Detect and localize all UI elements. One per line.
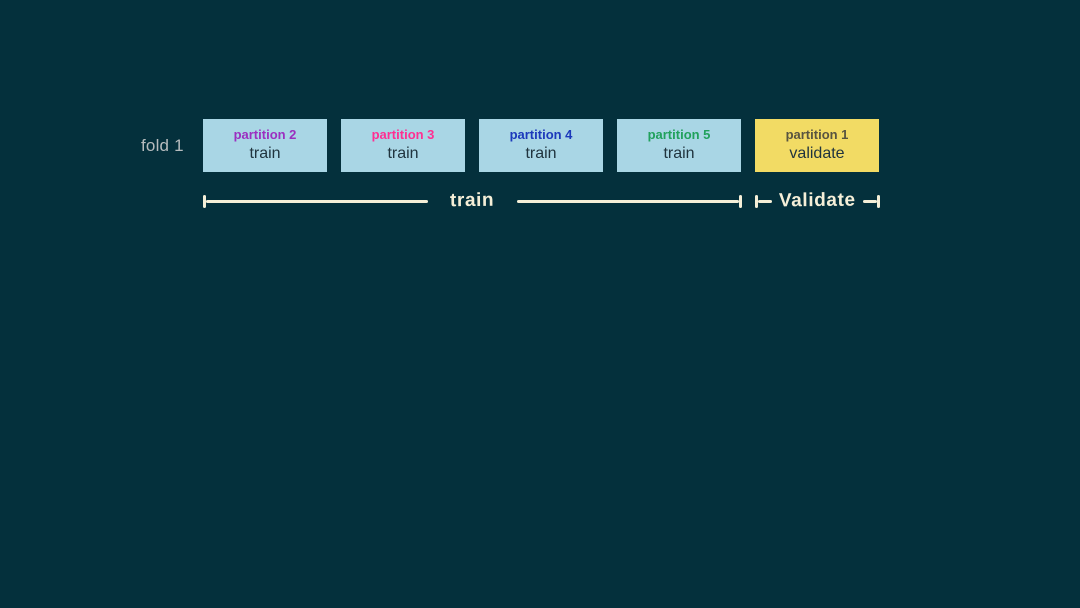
partition-role: validate [789, 144, 845, 162]
train-range-label: train [450, 189, 495, 212]
fold-label: fold 1 [141, 135, 184, 155]
bracket-left-tick [203, 194, 206, 208]
partition-box-train-2: partition 3 train [341, 119, 465, 172]
partition-box-validate: partition 1 validate [755, 119, 879, 172]
bracket-line [206, 199, 429, 203]
partition-role: train [387, 144, 419, 162]
partition-name: partition 2 [233, 127, 297, 143]
partition-role: train [663, 144, 695, 162]
partition-name: partition 5 [647, 127, 711, 143]
bracket-right-tick [877, 194, 880, 208]
partition-box-train-4: partition 5 train [617, 119, 741, 172]
bracket-left-tick [755, 194, 758, 208]
partition-name: partition 4 [509, 127, 573, 143]
validate-range-label: Validate [779, 189, 856, 212]
partition-name: partition 3 [371, 127, 435, 143]
bracket-line [516, 199, 739, 203]
partition-name: partition 1 [785, 127, 849, 143]
partition-box-train-1: partition 2 train [203, 119, 327, 172]
partition-role: train [525, 144, 557, 162]
partition-box-train-3: partition 4 train [479, 119, 603, 172]
partitions-row: partition 2 train partition 3 train part… [203, 119, 879, 172]
train-range-bracket: train [203, 188, 742, 214]
partition-role: train [249, 144, 281, 162]
validate-range-bracket: Validate [755, 188, 880, 214]
bracket-line [758, 199, 773, 203]
bracket-line [862, 199, 877, 203]
bracket-right-tick [739, 194, 742, 208]
